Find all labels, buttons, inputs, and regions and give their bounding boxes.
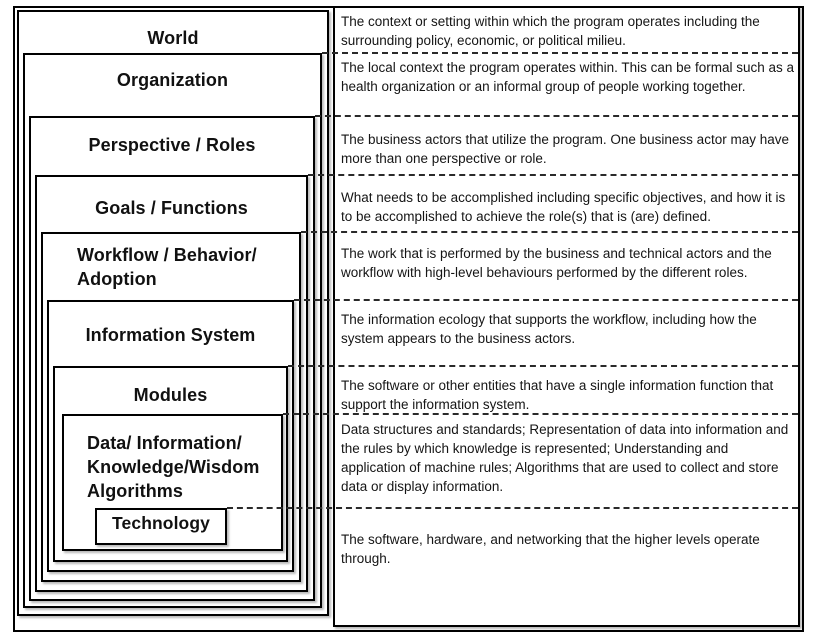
level-box-technology [95,508,227,545]
description-cell-data-information-knowledge-wisdom-algorithms: Data structures and standards; Represent… [341,422,789,494]
level-label-perspective-roles: Perspective / Roles [88,135,256,155]
level-label-workflow-behavior-adoption: Workflow / Behavior/ Adoption [77,245,257,289]
dashed-connector-technology [227,507,798,509]
description-cell-workflow-behavior-adoption: The work that is performed by the busine… [341,246,772,280]
level-box-data-information-knowledge-wisdom-algorithms [62,414,283,551]
description-cell-organization: The local context the program operates w… [341,60,794,94]
dashed-connector-perspective-roles [315,115,798,117]
description-cell-modules: The software or other entities that have… [341,378,774,412]
description-cell-goals-functions: What needs to be accomplished including … [341,190,786,224]
level-label-information-system: Information System [85,325,256,345]
level-box-organization [23,53,322,608]
level-box-goals-functions [35,175,308,592]
level-label-modules: Modules [133,385,208,405]
dashed-connector-data-information-knowledge-wisdom-algorithms [283,413,798,415]
description-cell-world: The context or setting within which the … [341,14,760,48]
dashed-connector-workflow-behavior-adoption [301,231,798,233]
description-cell-perspective-roles: The business actors that utilize the pro… [341,132,789,166]
dashed-connector-information-system [294,299,798,301]
level-label-world: World [147,28,199,48]
level-label-data-information-knowledge-wisdom-algorithms: Data/ Information/ Knowledge/Wisdom Algo… [87,433,260,501]
dashed-connector-modules [288,365,798,367]
description-cell-information-system: The information ecology that supports th… [341,312,757,346]
level-label-goals-functions: Goals / Functions [95,198,248,218]
level-box-modules [53,366,288,562]
level-label-organization: Organization [116,70,229,90]
dashed-connector-organization [322,52,798,54]
level-box-information-system [47,300,294,572]
dashed-connector-goals-functions [308,174,798,176]
descriptions-panel [333,6,800,627]
description-cell-technology: The software, hardware, and networking t… [341,532,760,566]
level-box-perspective-roles [29,116,315,601]
level-label-technology: Technology [112,513,210,533]
level-box-world [17,10,329,616]
level-box-workflow-behavior-adoption [41,232,301,582]
